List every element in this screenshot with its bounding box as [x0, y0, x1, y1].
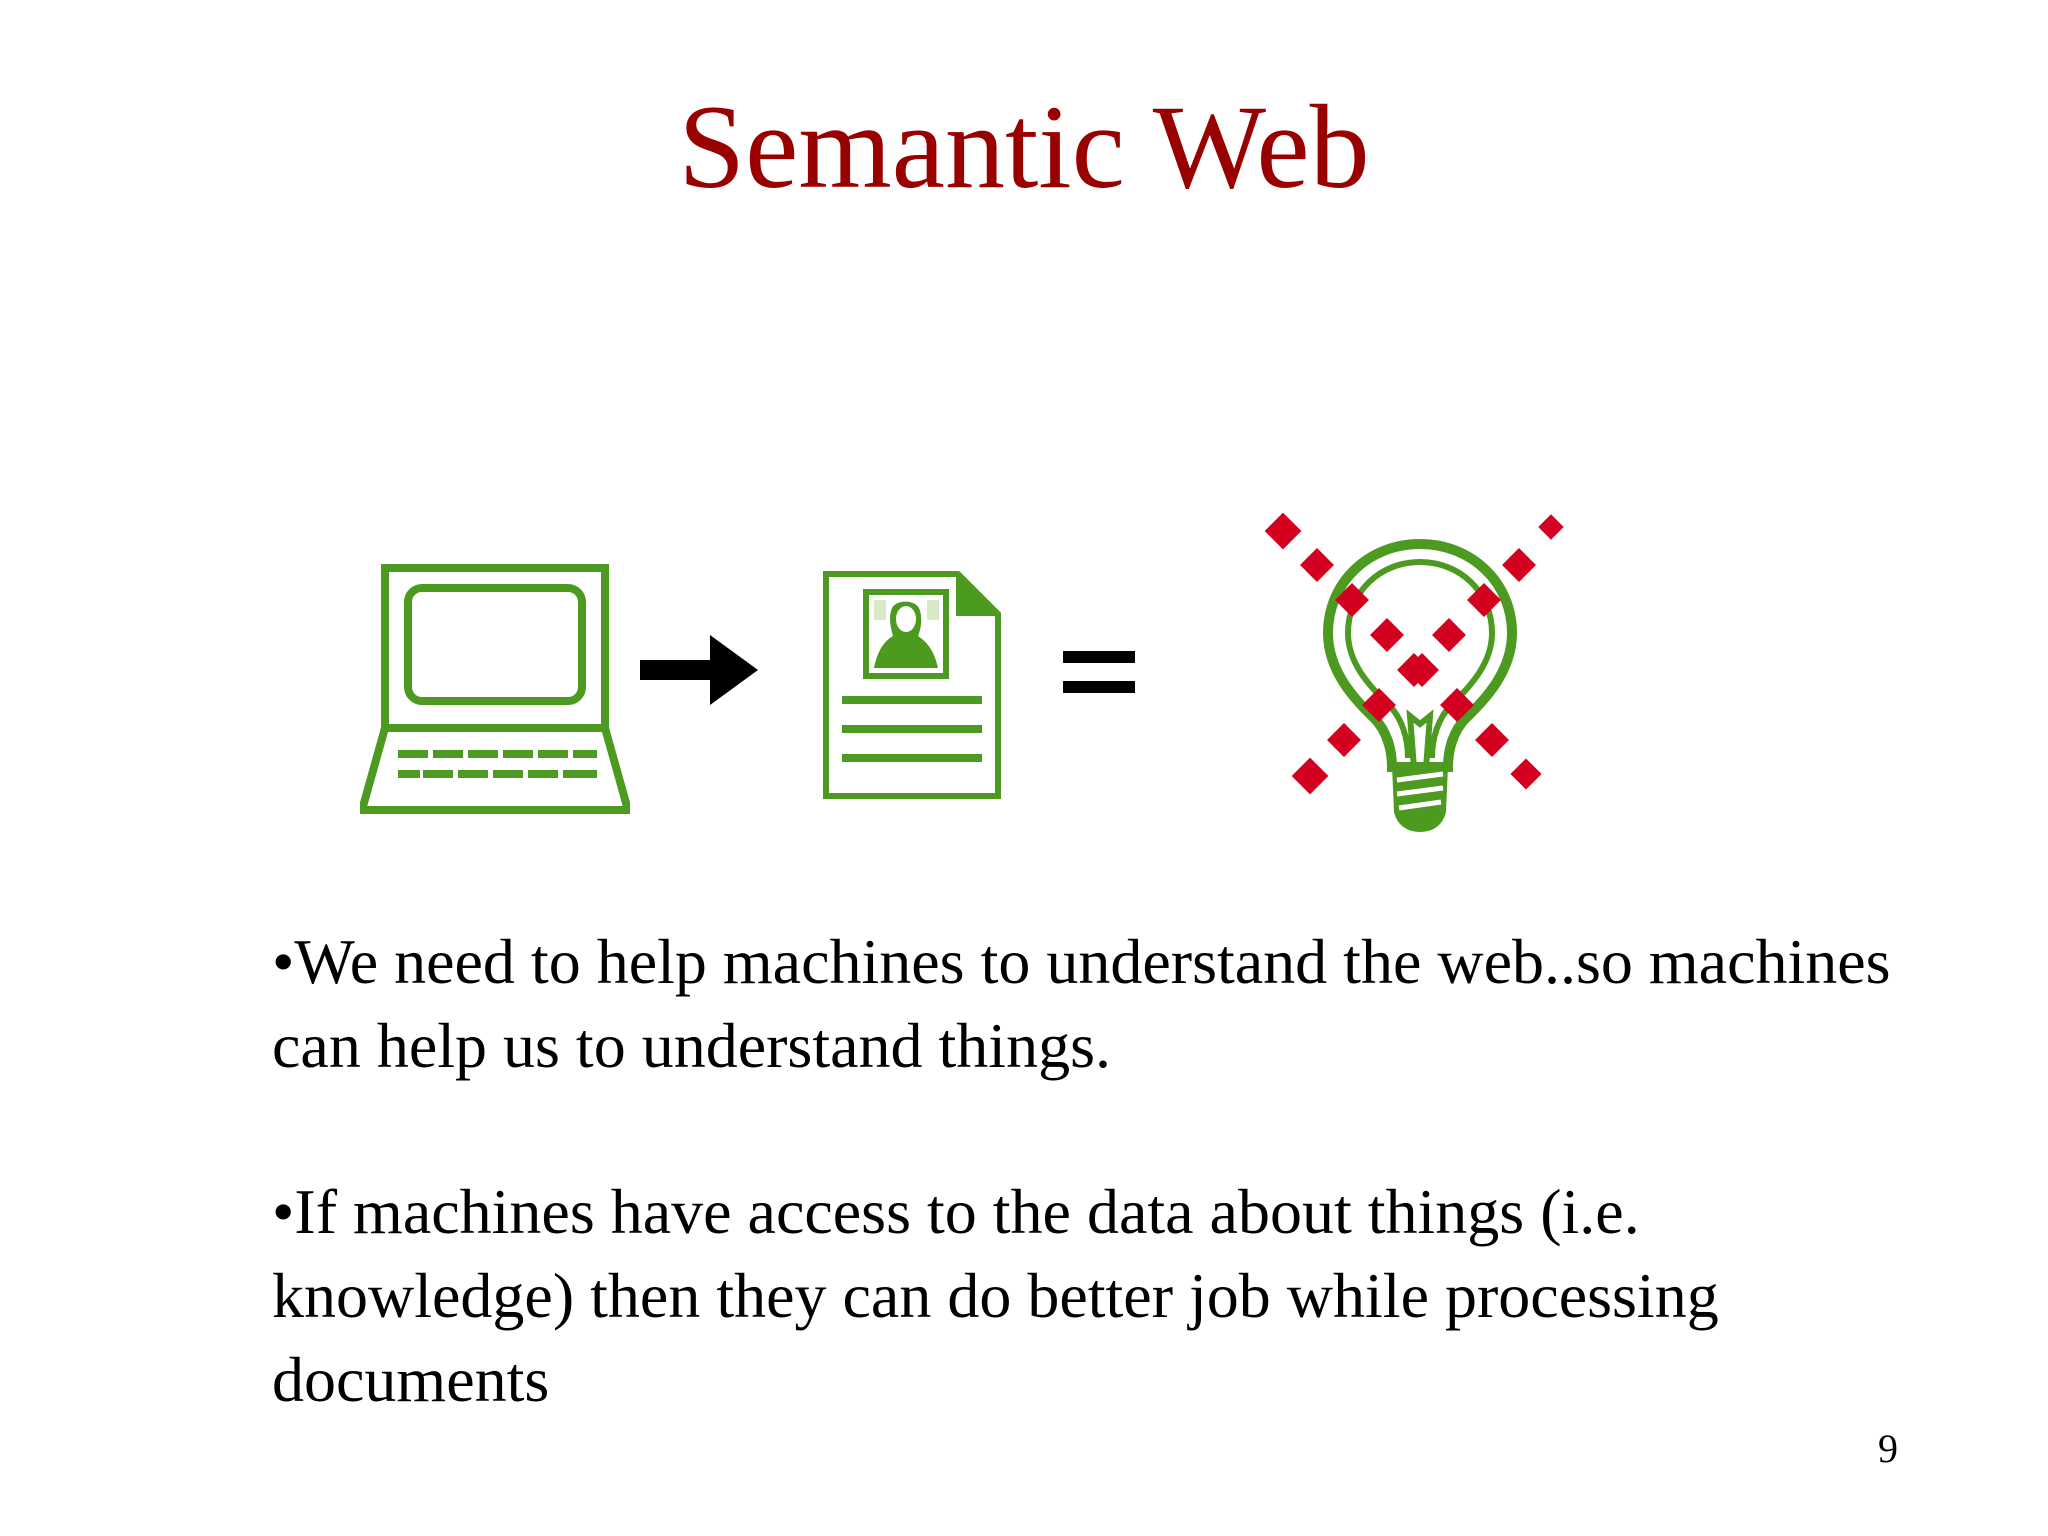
right-arrow-icon — [640, 635, 758, 705]
lightbulb-icon — [1322, 538, 1518, 832]
slide-content: •We need to help machines to understand … — [272, 920, 1912, 1504]
bullet-machine-knowledge: •If machines have access to the data abo… — [272, 1176, 1719, 1415]
bullet-help-machines: •We need to help machines to understand … — [272, 926, 1891, 1081]
red-dotted-x-icon — [1264, 512, 1564, 795]
laptop-icon — [360, 564, 630, 814]
document-with-mona-lisa-icon — [823, 571, 1001, 799]
equals-icon — [1063, 651, 1135, 693]
semantic-web-illustration — [0, 500, 2048, 860]
slide-title: Semantic Web — [678, 80, 1370, 213]
page-number: 9 — [1878, 1426, 1898, 1471]
